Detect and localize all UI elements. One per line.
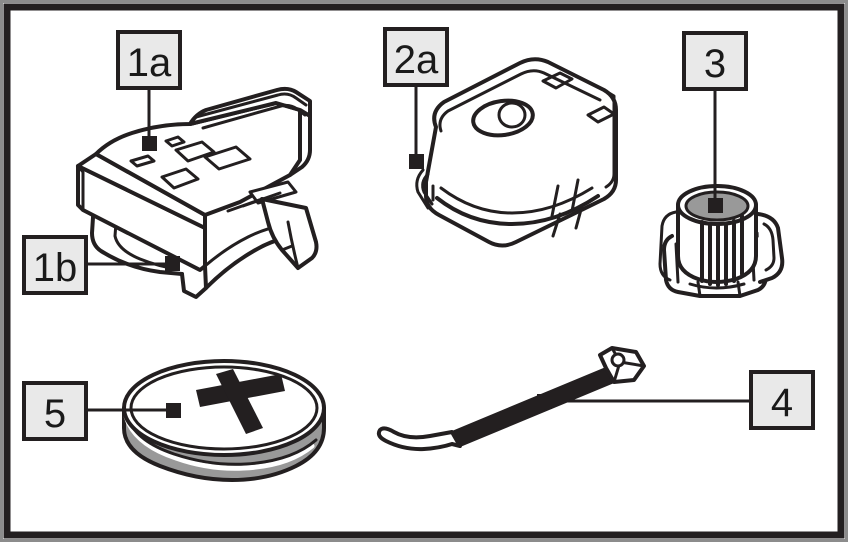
cross-bar-vertical [216,369,263,434]
part-valve-cap [658,184,785,298]
sensor-shell-highlight [438,69,602,133]
sensor-rib-2 [570,178,580,213]
callout-4[interactable]: 4 [537,370,815,430]
callout-4-box[interactable] [749,370,815,430]
part-installation-tool [376,346,646,452]
bracket-cutout-2 [160,167,200,190]
bracket-cutout-4 [129,154,156,168]
callout-1b-box[interactable] [22,235,88,295]
callout-2a[interactable]: 2a [383,27,449,169]
bracket-left-leg [90,184,184,276]
callout-1b-label: 1b [33,246,78,290]
tool-head-hole [610,352,626,368]
callout-1b[interactable]: 1b [22,235,180,295]
bracket-right-wall [288,114,312,177]
battery-polarity-cross [196,369,285,434]
bracket-cutout-3 [203,145,252,171]
part-mounting-bracket [76,86,319,299]
battery-top-disc-inner [129,365,319,451]
part-coin-cell-battery [122,359,326,482]
callout-1a-box[interactable] [116,30,182,90]
callout-3-box[interactable] [682,31,748,91]
bracket-rail-groove-2 [201,103,307,130]
bracket-foot-left [180,264,208,299]
sensor-front-wall [424,164,618,248]
bracket-clip-arm-edge [286,220,300,270]
bracket-cutout-1 [174,140,216,163]
sensor-rib-3 [551,212,562,238]
bracket-slab-edge [76,164,85,212]
sensor-indicator-inner [497,101,527,129]
callout-2a-target-dot [409,154,424,169]
part-sensor-housing [415,57,618,248]
callout-4-target-dot [537,394,552,409]
tool-hook-tip [376,426,462,452]
sensor-left-shadow-2 [415,168,430,210]
callout-3-target-dot [708,198,723,213]
bracket-cutout-5 [164,135,186,148]
callout-1a[interactable]: 1a [116,30,182,151]
bracket-rail-groove-1 [194,92,308,119]
callout-3[interactable]: 3 [682,31,748,213]
callout-2a-label: 2a [394,38,439,82]
callout-1b-target-dot [165,256,180,271]
sensor-rib-4 [574,204,584,230]
sensor-right-rail [602,88,616,189]
figure-inner-border [3,3,845,539]
sensor-rib-1 [550,184,560,218]
sensor-indicator-oval [471,98,535,138]
battery-highlight-ring [123,413,315,471]
callout-1a-target-dot [142,136,157,151]
cap-collar-line-3 [696,280,702,298]
sensor-left-shadow-1 [421,172,434,206]
callout-3-label: 3 [704,42,726,86]
cap-collar-bottom-curve [688,282,746,290]
sensor-latch-notch-1 [541,71,574,90]
bracket-clip-arm-line [280,244,294,252]
cap-right-wing [756,212,785,284]
cap-right-wing-inner [762,222,776,272]
callout-2a-box[interactable] [383,27,449,87]
callout-5-target-dot [166,403,181,418]
callout-5-box[interactable] [22,381,88,441]
callout-5-label: 5 [44,392,66,436]
callout-4-label: 4 [771,381,793,425]
cap-knurling [700,214,744,287]
bracket-scoreline-b [226,197,264,213]
callout-5[interactable]: 5 [22,381,181,441]
sensor-parting-line-2 [439,186,594,215]
cap-left-tab [658,210,678,282]
callout-1a-label: 1a [127,41,172,85]
